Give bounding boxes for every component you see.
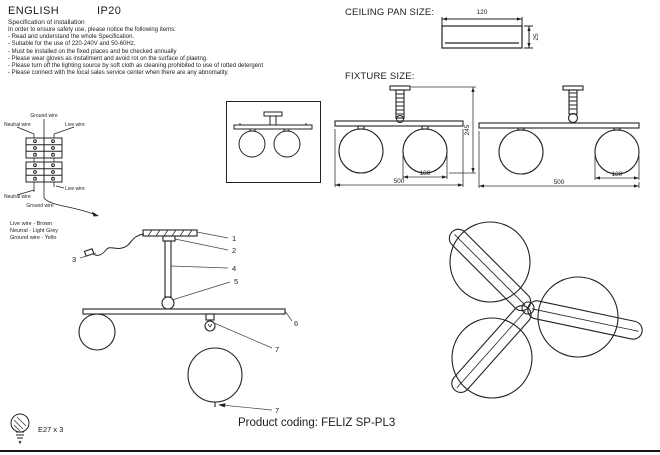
- callout-leaders: [79, 231, 293, 411]
- bulb-spec-label: E27 x 3: [38, 425, 64, 434]
- pan-width-dim: 120: [477, 9, 488, 16]
- callout-6: 6: [294, 319, 298, 328]
- top-view-shades: [449, 221, 619, 399]
- neutral-wire-bottom-label: Neutral wire: [4, 194, 31, 200]
- spec-item: - Please turn off the lighting source by…: [8, 63, 264, 70]
- assembly-diagram: 1 2 3 4 5 6 7 7: [72, 229, 298, 415]
- fixture-front-view-boxed: [226, 101, 321, 183]
- spec-item: - Please wear gloves as installment and …: [8, 55, 208, 62]
- pan-dim-arrows: [442, 17, 531, 48]
- fixture1-dim-arrows: [335, 87, 475, 187]
- callout-5: 5: [234, 277, 238, 286]
- ground-wire-top-label: Ground wire: [30, 113, 57, 119]
- live-wire-bottom-label: Live wire: [65, 186, 85, 192]
- terminal-block-1: [25, 137, 63, 159]
- page-bottom-border: [0, 450, 660, 452]
- product-coding: Product coding: FELIZ SP-PL3: [238, 417, 396, 429]
- spec-intro: In order to ensure safety use, please no…: [8, 27, 176, 33]
- ip-rating-label: IP20: [97, 5, 122, 17]
- wiring-cable-arrow: [92, 211, 99, 217]
- callout-7b-arrow: [218, 403, 226, 408]
- spec-item: - Must be installed on the fixed places …: [8, 48, 177, 55]
- shade-diameter-dim: 180: [420, 170, 431, 177]
- boxed-view-drawing: [226, 101, 321, 183]
- wire-color-legend: Live wire - Brown Neutral - Light Grey G…: [10, 221, 58, 242]
- shade-diameter-dim: 180: [612, 171, 623, 178]
- neutral-wire-top-label: Neutral wire: [4, 122, 31, 128]
- spec-item: - Please connect with the local sales se…: [8, 70, 229, 77]
- neutral-wire-color: Neutral - Light Grey: [10, 228, 58, 234]
- spec-title: Specification of installation: [8, 19, 85, 26]
- fixture2-dim-arrows: [479, 176, 639, 188]
- fixture2-dim-lines: [478, 131, 640, 188]
- top-view-drawing: [448, 221, 643, 399]
- assembly-parts: [78, 229, 286, 407]
- bulb-icon: [10, 413, 30, 445]
- fixture-width-dim: 500: [554, 179, 565, 186]
- fixture-width-dim: 500: [394, 178, 405, 185]
- callout-7a: 7: [275, 345, 279, 354]
- callout-4: 4: [232, 264, 236, 273]
- spec-item: - Read and understand the whole Specific…: [8, 34, 135, 41]
- ground-wire-color: Ground wire - Yello: [10, 235, 57, 241]
- specification-block: Specification of installation In order t…: [8, 19, 308, 77]
- pan-depth-dim: 25: [533, 33, 540, 41]
- wiring-wires: [16, 119, 97, 216]
- fixture1-outline: [334, 85, 464, 174]
- fixture-height-dim: 245: [464, 124, 471, 135]
- live-wire-color: Live wire - Brown: [10, 221, 53, 227]
- spec-item: - Suitable for the use of 220-240V and 5…: [8, 41, 136, 48]
- fixture-size-label: FIXTURE SIZE:: [345, 71, 415, 82]
- fixture2-outline: [478, 85, 640, 175]
- pan-outline: [441, 25, 523, 49]
- fixture1-dim-lines: [334, 86, 476, 187]
- live-wire-top-label: Live wire: [65, 122, 85, 128]
- callout-3: 3: [72, 255, 76, 264]
- fixture-front-view-1: 245 180 500: [334, 85, 476, 187]
- ground-wire-bottom-label: Ground wire: [26, 203, 53, 209]
- language-label: ENGLISH: [8, 5, 60, 17]
- fixture-front-view-2: 180 500: [478, 85, 640, 188]
- callout-1: 1: [232, 234, 236, 243]
- top-view-arms: [448, 228, 643, 393]
- callout-7b: 7: [275, 406, 279, 415]
- ceiling-pan-drawing: 120 25: [441, 9, 540, 49]
- wiring-diagram: Ground wire Neutral wire Live wire: [4, 113, 99, 217]
- callout-2: 2: [232, 246, 236, 255]
- terminal-block-2: [25, 161, 63, 183]
- ceiling-pan-size-label: CEILING PAN SIZE:: [345, 7, 435, 18]
